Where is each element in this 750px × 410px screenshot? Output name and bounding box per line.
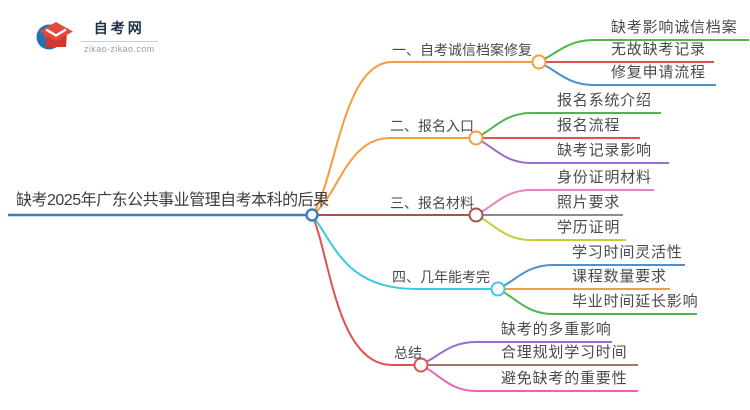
leaf-label[interactable]: 缺考影响诚信档案 xyxy=(611,19,738,36)
leaf-label[interactable]: 合理规划学习时间 xyxy=(501,344,628,361)
edge-branch-5 xyxy=(311,214,415,366)
branch-1-node-circle[interactable] xyxy=(531,54,547,70)
leaf-label[interactable]: 毕业时间延长影响 xyxy=(572,293,699,310)
leaf-label[interactable]: 照片要求 xyxy=(557,194,621,211)
branch-4-node-circle[interactable] xyxy=(490,281,506,297)
leaf-label[interactable]: 课程数量要求 xyxy=(572,268,667,285)
leaf-label[interactable]: 学历证明 xyxy=(557,219,621,236)
leaf-label[interactable]: 无故缺考记录 xyxy=(611,41,706,58)
branch-3-node-circle[interactable] xyxy=(468,207,484,223)
branch-3-label[interactable]: 三、报名材料 xyxy=(390,195,474,211)
logo-domain: zikao-zikao.com xyxy=(81,41,158,54)
edge-branch-2 xyxy=(311,137,470,216)
edge-branch-1 xyxy=(311,61,534,216)
leaf-label[interactable]: 报名系统介绍 xyxy=(557,92,652,109)
leaf-label[interactable]: 缺考记录影响 xyxy=(557,142,652,159)
branch-2-node-circle[interactable] xyxy=(468,130,484,146)
leaf-label[interactable]: 学习时间灵活性 xyxy=(572,244,683,261)
branch-4-label[interactable]: 四、几年能考完 xyxy=(392,269,490,285)
leaf-label[interactable]: 缺考的多重影响 xyxy=(501,321,612,338)
leaf-label[interactable]: 身份证明材料 xyxy=(557,169,652,186)
branch-2-label[interactable]: 二、报名入口 xyxy=(390,118,474,134)
branch-5-node-circle[interactable] xyxy=(413,357,429,373)
root-node-label[interactable]: 缺考2025年广东公共事业管理自考本科的后果 xyxy=(16,192,329,209)
root-node-circle[interactable] xyxy=(305,208,319,222)
leaf-label[interactable]: 修复申请流程 xyxy=(611,64,706,81)
branch-5-label[interactable]: 总结 xyxy=(394,345,422,361)
leaf-label[interactable]: 报名流程 xyxy=(557,117,621,134)
branch-1-label[interactable]: 一、自考诚信档案修复 xyxy=(392,42,532,58)
site-logo[interactable]: 自考网 zikao-zikao.com xyxy=(36,18,158,54)
graduation-cap-icon xyxy=(36,21,73,49)
logo-title: 自考网 xyxy=(93,20,145,36)
leaf-label[interactable]: 避免缺考的重要性 xyxy=(501,370,628,387)
edge-branch-4 xyxy=(311,214,492,290)
